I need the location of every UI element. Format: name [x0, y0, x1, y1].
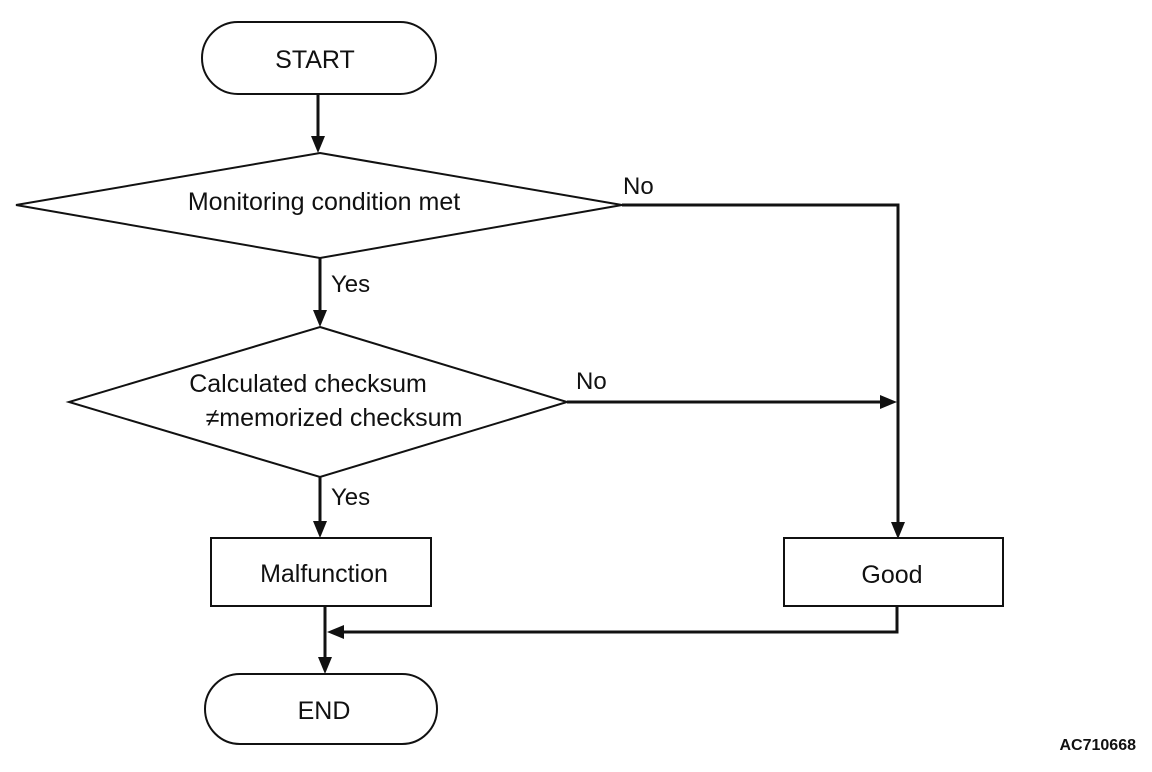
connector-decision1-no-to-good: [622, 203, 900, 524]
decision2-label-line1: Calculated checksum: [189, 370, 427, 398]
decision1-yes-label: Yes: [331, 271, 370, 298]
arrowhead-to-good: [891, 522, 905, 539]
arrowhead-to-end: [318, 657, 332, 674]
reference-code: AC710668: [1060, 737, 1137, 754]
end-terminator: [204, 673, 438, 745]
connector-good-to-end: [343, 606, 899, 634]
arrowhead-to-decision1: [311, 136, 325, 153]
decision2-yes-label: Yes: [331, 484, 370, 511]
arrowhead-to-decision2: [313, 310, 327, 327]
decision1-no-label: No: [623, 173, 654, 200]
decision2-label-line2: ≠memorized checksum: [206, 404, 463, 432]
arrowhead-merge: [327, 625, 344, 639]
good-label: Good: [861, 561, 922, 589]
start-label: START: [275, 46, 355, 74]
arrowhead-decision2-no: [880, 395, 897, 409]
decision1-label: Monitoring condition met: [188, 188, 460, 216]
good-box: [783, 537, 1004, 607]
arrowhead-to-malfunction: [313, 521, 327, 538]
malfunction-box: [210, 537, 432, 607]
malfunction-label: Malfunction: [260, 560, 388, 588]
decision2-no-label: No: [576, 368, 607, 395]
decision-checksum-compare: [65, 325, 571, 479]
end-label: END: [298, 697, 351, 725]
